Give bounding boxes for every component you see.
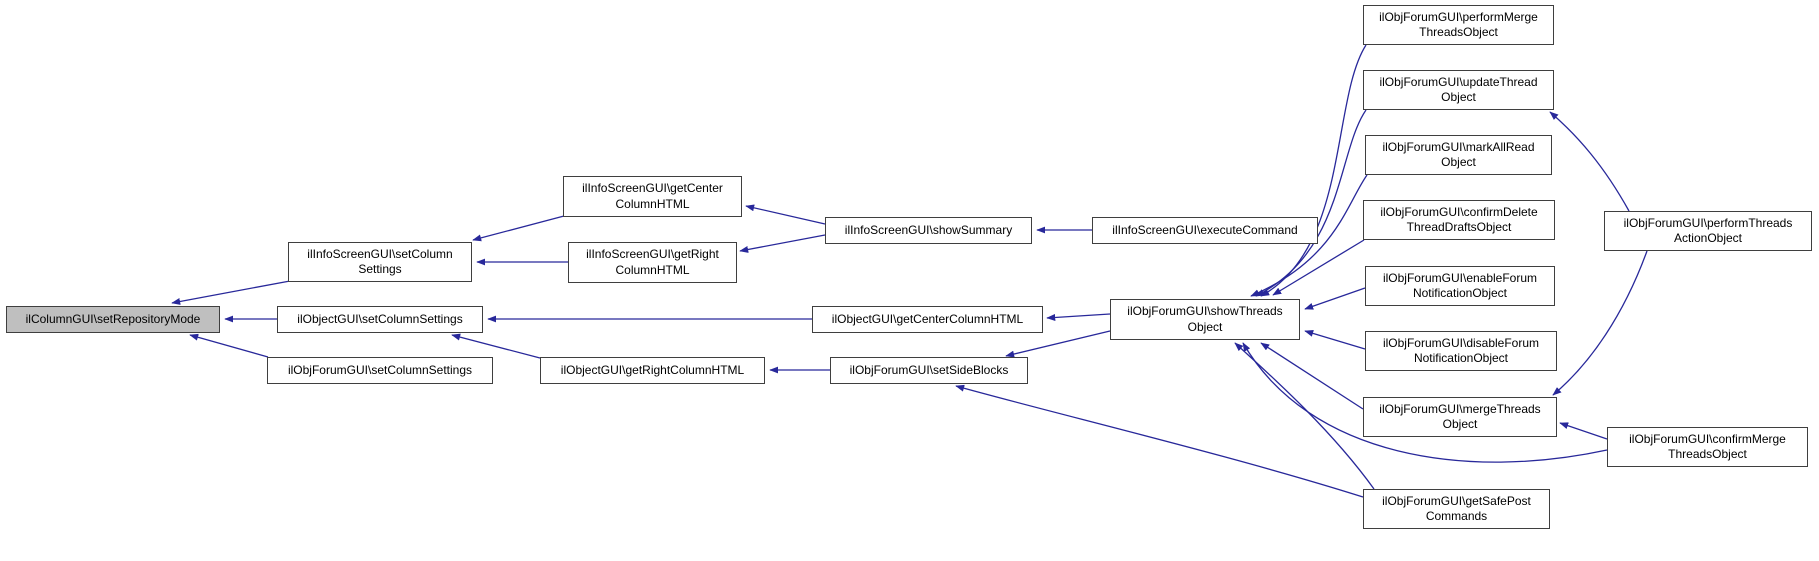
- edge-show-threads-object--to--set-side-blocks: [1005, 330, 1111, 358]
- edge-merge-threads-object--to--show-threads-object: [1260, 342, 1364, 410]
- node-label-line: ilObjectGUI\setColumnSettings: [297, 311, 463, 326]
- node-label-line: Object: [1187, 319, 1223, 334]
- node-label-line: NotificationObject: [1412, 286, 1508, 300]
- graph-node-forum-set-column-settings[interactable]: ilObjForumGUI\setColumnSettings: [267, 357, 493, 384]
- edge-info-set-column-settings--to--set-repository-mode: [171, 280, 291, 305]
- node-label-line: ilObjForumGUI\showThreads: [1127, 304, 1283, 319]
- edge-perform-merge-threads-object--to--show-threads-object: [1260, 44, 1367, 297]
- edge-update-thread-object--to--show-threads-object: [1255, 109, 1367, 297]
- graph-node-show-summary[interactable]: ilInfoScreenGUI\showSummary: [825, 217, 1032, 244]
- node-label-line: Commands: [1425, 509, 1488, 523]
- graph-node-set-side-blocks[interactable]: ilObjForumGUI\setSideBlocks: [830, 357, 1028, 384]
- node-label-line: Settings: [358, 262, 402, 276]
- node-label-line: ilInfoScreenGUI\setColumn: [307, 246, 453, 261]
- edge-show-threads-object--to--obj-get-center-column-html: [1046, 313, 1111, 321]
- node-label-line: ilObjForumGUI\performThreads: [1623, 215, 1793, 230]
- node-label-line: ilInfoScreenGUI\showSummary: [844, 222, 1013, 237]
- node-label-line: NotificationObject: [1413, 351, 1509, 365]
- node-label-line: ilInfoScreenGUI\getRight: [586, 247, 719, 262]
- node-label-line: ilObjForumGUI\disableForum: [1382, 335, 1540, 350]
- edge-perform-threads-action-object--to--merge-threads-object: [1552, 250, 1648, 396]
- edge-get-safe-post-commands--to--show-threads-object: [1234, 342, 1375, 490]
- node-label-line: ilInfoScreenGUI\getCenter: [582, 181, 723, 196]
- node-label-line: Object: [1441, 155, 1476, 169]
- node-label-line: ilObjectGUI\getRightColumnHTML: [560, 362, 745, 377]
- node-label-line: ColumnHTML: [615, 196, 690, 211]
- edge-confirm-merge-threads-object--to--merge-threads-object: [1559, 422, 1608, 440]
- graph-node-set-repository-mode: ilColumnGUI\setRepositoryMode: [6, 306, 220, 333]
- graph-node-execute-command[interactable]: ilInfoScreenGUI\executeCommand: [1092, 217, 1318, 244]
- node-label-line: ilObjForumGUI\markAllRead: [1382, 139, 1535, 154]
- graph-node-obj-set-column-settings[interactable]: ilObjectGUI\setColumnSettings: [277, 306, 483, 333]
- edge-confirm-delete-thread-drafts-object--to--show-threads-object: [1272, 239, 1365, 296]
- edge-forum-set-column-settings--to--set-repository-mode: [189, 333, 269, 358]
- node-label-line: ilObjForumGUI\getSafePost: [1382, 493, 1531, 508]
- edge-show-summary--to--info-get-center-column-html: [745, 204, 826, 225]
- node-label-line: ilObjForumGUI\confirmDelete: [1380, 204, 1538, 219]
- node-label-line: ilObjectGUI\getCenterColumnHTML: [831, 311, 1024, 326]
- edge-obj-get-right-column-html--to--obj-set-column-settings: [451, 333, 541, 359]
- node-label-line: ThreadDraftsObject: [1406, 220, 1512, 234]
- graph-node-obj-get-center-column-html[interactable]: ilObjectGUI\getCenterColumnHTML: [812, 306, 1043, 333]
- node-label-line: ColumnHTML: [615, 262, 690, 277]
- edge-disable-forum-notification-object--to--show-threads-object: [1304, 330, 1366, 350]
- node-label-line: ilObjForumGUI\updateThread: [1379, 74, 1538, 89]
- edge-info-get-center-column-html--to--info-set-column-settings: [472, 215, 565, 242]
- node-label-line: ThreadsObject: [1668, 447, 1747, 461]
- graph-node-obj-get-right-column-html[interactable]: ilObjectGUI\getRightColumnHTML: [540, 357, 765, 384]
- node-label-line: ilColumnGUI\setRepositoryMode: [25, 311, 201, 326]
- node-label-line: ilObjForumGUI\setColumnSettings: [287, 362, 473, 377]
- node-label-line: ilObjForumGUI\setSideBlocks: [849, 362, 1009, 377]
- node-label-line: ActionObject: [1673, 231, 1743, 245]
- node-label-line: ThreadsObject: [1419, 25, 1498, 39]
- node-label-line: ilInfoScreenGUI\executeCommand: [1112, 222, 1298, 237]
- edge-perform-threads-action-object--to--update-thread-object: [1549, 111, 1630, 212]
- edge-get-safe-post-commands--to--set-side-blocks: [955, 384, 1364, 498]
- node-label-line: ilObjForumGUI\enableForum: [1382, 270, 1538, 285]
- node-label-line: ilObjForumGUI\performMerge: [1379, 9, 1538, 24]
- node-label-line: ilObjForumGUI\mergeThreads: [1379, 401, 1541, 416]
- node-label-line: Object: [1441, 90, 1476, 104]
- node-label-line: ilObjForumGUI\confirmMerge: [1629, 431, 1786, 446]
- edge-show-summary--to--info-get-right-column-html: [739, 234, 826, 253]
- node-label-line: Object: [1442, 417, 1478, 431]
- edge-enable-forum-notification-object--to--show-threads-object: [1304, 287, 1366, 310]
